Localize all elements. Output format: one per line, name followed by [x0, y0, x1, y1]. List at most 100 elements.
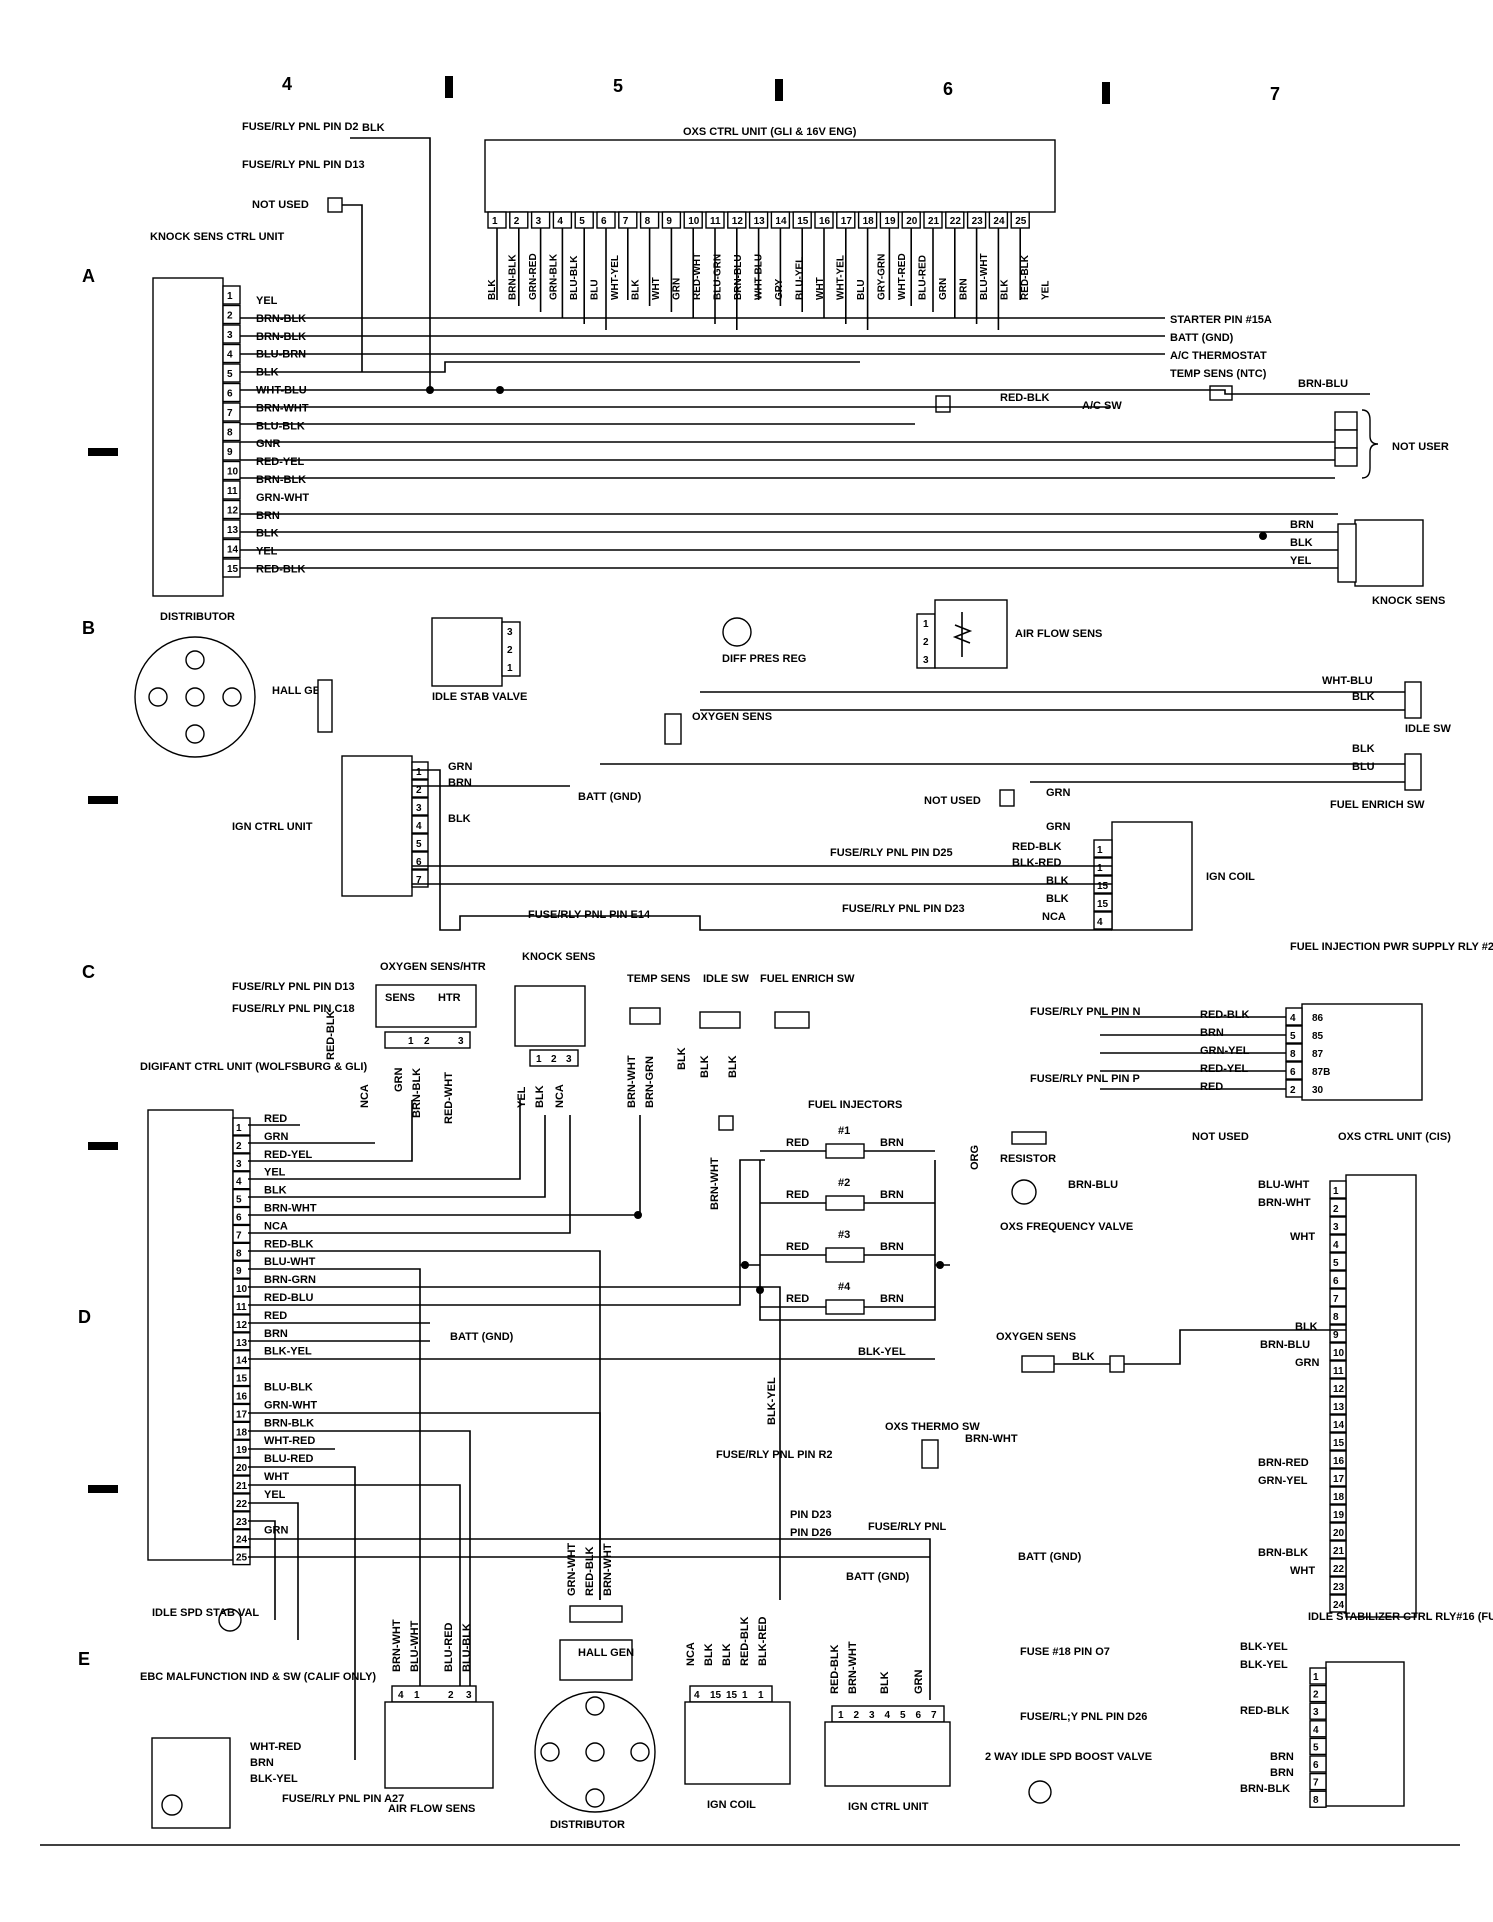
pin-number: 15: [710, 1690, 722, 1701]
pin-number: 10: [688, 216, 700, 227]
pin-cell: [1329, 1234, 1347, 1253]
wire-label: RED-BLK: [1240, 1705, 1290, 1717]
pin-number: 5: [1333, 1258, 1339, 1269]
row-label: C: [82, 962, 95, 982]
pin-cell: [1309, 1702, 1327, 1720]
wire-label: RED-BLK: [584, 1546, 596, 1596]
distributor-e-label: DISTRIBUTOR: [550, 1819, 625, 1831]
idle-spd-label: IDLE SPD STAB VAL: [152, 1607, 259, 1619]
pin-number: 4: [557, 216, 563, 227]
pin-number: 17: [1333, 1474, 1345, 1485]
pin-number: 20: [1333, 1528, 1345, 1539]
pin-number: 3: [869, 1710, 875, 1721]
wire-label: BLK: [1295, 1321, 1318, 1333]
fuse-label: FUSE/RLY PNL PIN D23: [842, 903, 965, 915]
wire-label: BLK-RED: [1012, 857, 1062, 869]
pin-number: 11: [1333, 1366, 1344, 1377]
wire-label: RED-YEL: [1200, 1063, 1249, 1075]
wire-label: RED-BLK: [1000, 392, 1050, 404]
row-divider: [88, 1485, 118, 1493]
pin-number: 1: [1313, 1672, 1319, 1683]
pin-number: 10: [1333, 1348, 1345, 1359]
zone-label: 6: [943, 79, 953, 99]
knock-sens-label: KNOCK SENS: [1372, 595, 1445, 607]
pin-cell: [1329, 1594, 1347, 1613]
potentiometer-symbol: [952, 612, 973, 657]
pin-cell: [222, 499, 241, 520]
pin-cell: [1329, 1486, 1347, 1505]
batt-label: BATT (GND): [450, 1331, 514, 1343]
pin-number: 5: [900, 1710, 906, 1721]
oxy-htr-connector: [384, 1031, 471, 1049]
idle-sw-label: IDLE SW: [1405, 723, 1451, 735]
fuse-label: FUSE/RLY PNL PIN E14: [528, 909, 651, 921]
fuel-relay-body: [1301, 1003, 1423, 1101]
pin-number: 23: [972, 216, 984, 227]
pin-cell: [222, 382, 241, 403]
pin-number: 6: [1333, 1276, 1339, 1287]
wire-label: BRN: [1290, 519, 1314, 531]
wire-label: WHT-RED: [264, 1435, 315, 1447]
idle-stab-connector: [501, 621, 521, 677]
wire-label: BLK: [721, 1643, 733, 1666]
idle-sw-c-connector: [699, 1011, 741, 1029]
injector-number: #4: [838, 1281, 851, 1293]
pin-number: 9: [1333, 1330, 1339, 1341]
wire-label: BRN: [1270, 1751, 1294, 1763]
fuel-enrich-c-label: FUEL ENRICH SW: [760, 973, 855, 985]
wire-label: BRN: [250, 1757, 274, 1769]
wire-label: BLK-YEL: [766, 1377, 778, 1425]
signal-label: BATT (GND): [1170, 332, 1234, 344]
wire-label: BRN: [880, 1241, 904, 1253]
idle-relay-title: IDLE STABILIZER CTRL RLY#16 (FUSE/RLY PN…: [1308, 1611, 1493, 1623]
pin-number: 8: [236, 1248, 242, 1259]
zone-divider: [1102, 82, 1110, 104]
injector-body: [825, 1299, 865, 1315]
pin-number: 21: [928, 216, 940, 227]
sens-label: SENS: [385, 992, 415, 1004]
wire-label: RED: [786, 1137, 809, 1149]
wire-label: BLK: [879, 1671, 891, 1694]
pin-number: 3: [923, 655, 929, 666]
pin-cell: [1329, 1396, 1347, 1415]
pin-number: 15: [1097, 881, 1109, 892]
pin-number: 12: [732, 216, 744, 227]
pin-number: 1: [414, 1690, 420, 1701]
pin-cell: [232, 1153, 251, 1172]
fuse-label: FUSE/RLY PNL PIN D13: [232, 981, 355, 993]
pin-cell: [232, 1206, 251, 1226]
pin-cell: [1329, 1540, 1347, 1559]
distributor-post: [185, 724, 205, 744]
zone-label: 7: [1270, 84, 1280, 104]
wire-label: BRN-WHT: [1258, 1197, 1311, 1209]
hall-gen-e-box: [559, 1639, 633, 1681]
pin-cell: [1329, 1558, 1347, 1577]
pin-number: 6: [1313, 1760, 1319, 1771]
pin-number: 15: [797, 216, 809, 227]
pin-cell: [1309, 1667, 1327, 1685]
fuse-label: FUSE/RLY PNL PIN R2: [716, 1449, 833, 1461]
wire-label: BLU-WHT: [979, 253, 990, 300]
wire-label: BLU-RED: [918, 255, 929, 300]
temp-sens-c: TEMP SENS BRN-WHT BRN-GRN: [626, 973, 690, 1108]
ign-coil-e-body: [684, 1701, 791, 1785]
not-user-connector: [1334, 447, 1358, 467]
wire-label: BRN-BLK: [411, 1068, 423, 1118]
fuse-label: FUSE/RLY PNL PIN C18: [232, 1003, 355, 1015]
wire-label: RED: [264, 1310, 287, 1322]
pin-number: 6: [236, 1213, 242, 1224]
pin-number: 23: [236, 1517, 248, 1528]
oxs-thermo-sw: OXS THERMO SW BRN-WHT: [885, 1421, 1018, 1469]
pin-cell: [232, 1170, 251, 1190]
wire-label: BLU-WHT: [1258, 1179, 1310, 1191]
not-used-label: NOT USED: [924, 795, 981, 807]
distributor-label: DISTRIBUTOR: [160, 611, 235, 623]
pin-cell: [222, 421, 241, 442]
pin-number: 7: [1313, 1778, 1319, 1789]
pin-number: 13: [754, 216, 766, 227]
air-flow-label: AIR FLOW SENS: [1015, 628, 1102, 640]
